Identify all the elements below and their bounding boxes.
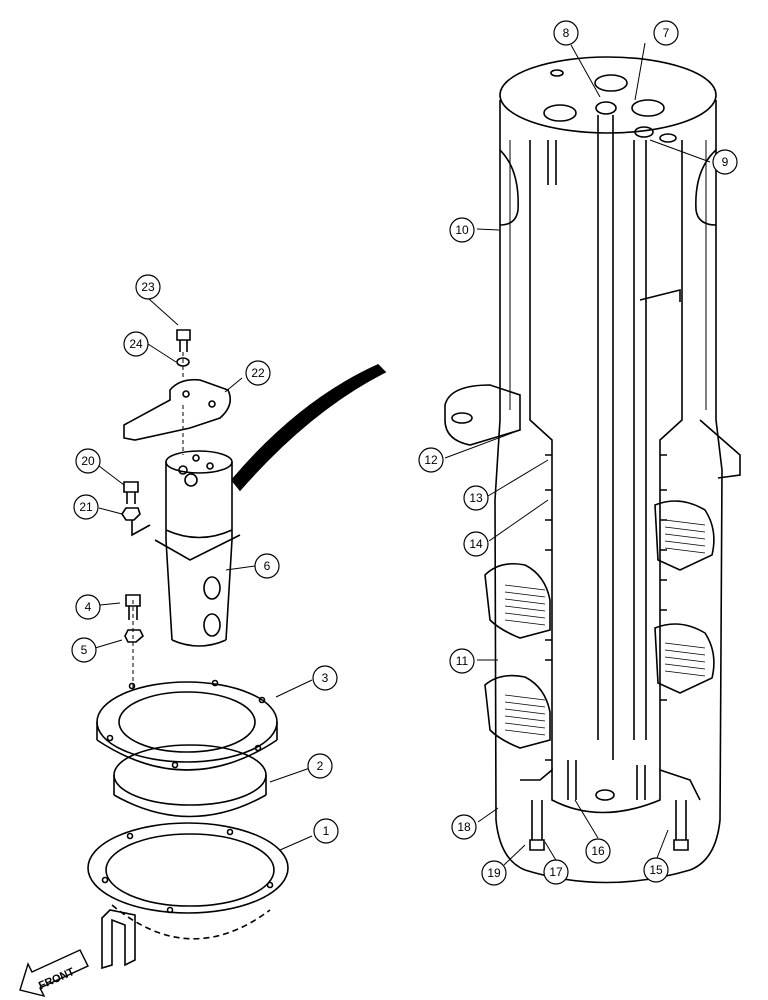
callout-number: 12 [424,453,438,467]
callout-number: 11 [456,654,469,668]
callout-number: 19 [487,866,501,880]
callout-23: 23 [135,274,161,300]
callout-11: 11 [449,648,475,674]
callout-number: 13 [469,491,483,505]
callout-number: 7 [663,26,670,40]
callout-13: 13 [463,485,489,511]
callout-14: 14 [463,531,489,557]
callout-18: 18 [451,814,477,840]
hose [230,364,387,492]
callout-number: 2 [317,759,324,773]
callout-8: 8 [553,20,579,46]
callout-number: 24 [129,337,143,351]
callout-16: 16 [585,838,611,864]
front-label: FRONT [37,966,77,992]
callout-4: 4 [75,594,101,620]
callout-number: 23 [141,280,155,294]
callout-12: 12 [418,447,444,473]
callout-24: 24 [123,331,149,357]
callout-21: 21 [73,494,99,520]
callout-number: 21 [79,500,93,514]
swivel-joint-body [444,56,741,884]
callout-9: 9 [712,149,738,175]
front-arrow: FRONT [19,949,89,998]
callout-number: 17 [549,865,563,879]
callout-number: 1 [323,824,330,838]
callout-number: 18 [457,820,471,834]
callout-number: 5 [81,643,88,657]
callout-number: 4 [85,600,92,614]
callout-number: 15 [649,863,663,877]
callout-2: 2 [307,753,333,779]
callout-19: 19 [481,860,507,886]
callout-number: 14 [469,537,483,551]
small-swivel-assembly [87,329,289,970]
callout-22: 22 [245,360,271,386]
callout-number: 3 [322,671,329,685]
callout-number: 20 [81,454,95,468]
leader-lines [94,42,711,866]
callout-1: 1 [313,818,339,844]
callout-5: 5 [71,637,97,663]
callout-number: 9 [722,155,729,169]
callout-number: 8 [563,26,570,40]
callout-10: 10 [449,217,475,243]
callout-17: 17 [543,859,569,885]
callout-6: 6 [254,553,280,579]
callout-15: 15 [643,857,669,883]
callout-number: 10 [455,223,469,237]
callout-20: 20 [75,448,101,474]
callout-3: 3 [312,665,338,691]
callout-number: 6 [264,559,271,573]
callout-7: 7 [653,20,679,46]
callout-number: 22 [251,366,265,380]
callout-number: 16 [591,844,605,858]
